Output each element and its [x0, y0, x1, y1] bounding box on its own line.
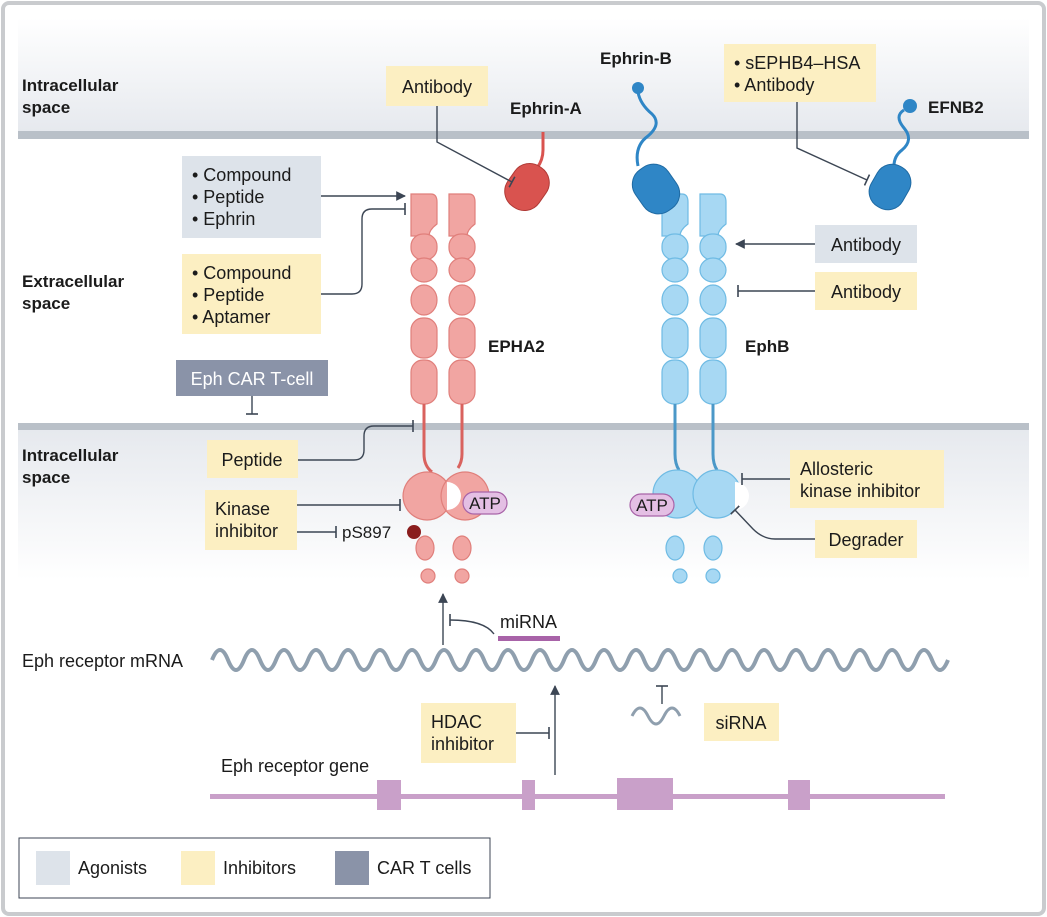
box-hdac [421, 703, 516, 763]
sirna-label: siRNA [715, 713, 766, 733]
epha2-receptor [410, 193, 476, 405]
ephrin-a-ligand [504, 132, 550, 211]
box-sephb4 [724, 44, 876, 102]
gene-exon [377, 780, 401, 810]
ephb-receptor [661, 193, 727, 405]
legend-swatch [335, 851, 369, 885]
gene-line [210, 794, 945, 799]
box-inhibitors-epha2 [182, 254, 321, 334]
peptide-label: Peptide [221, 450, 282, 470]
mrna-label: Eph receptor mRNA [22, 651, 183, 671]
ephb-label: EphB [745, 337, 789, 356]
atp-label-ephb: ATP [636, 496, 668, 515]
ephrin-b-ligand [631, 82, 681, 215]
legend-label: Agonists [78, 858, 147, 878]
box-kinase-inhibitor [205, 490, 297, 550]
car-t-label: Eph CAR T-cell [191, 369, 314, 389]
antibody-inhibitor-ephb-label: Antibody [831, 282, 901, 302]
atp-badge-ephb: ATP [629, 493, 675, 517]
legend-label: CAR T cells [377, 858, 471, 878]
ephrin-a-label: Ephrin-A [510, 99, 582, 118]
atp-label-epha2: ATP [469, 494, 501, 513]
agonists-epha2-text: • Compound• Peptide• Ephrin [192, 165, 291, 229]
inhibit-line-mirna [449, 613, 495, 635]
mrna-strand [210, 648, 950, 672]
mirna-label: miRNA [500, 612, 557, 632]
lower-membrane [18, 423, 1029, 430]
ps897-label: pS897 [342, 523, 391, 542]
legend-swatch [36, 851, 70, 885]
box-antibody-agonist-ephb [815, 225, 917, 263]
ephrin-b-label: Ephrin-B [600, 49, 672, 68]
box-sirna [704, 703, 779, 741]
gene-label: Eph receptor gene [221, 756, 369, 776]
mirna-strand [498, 636, 560, 641]
epha2-transmembrane [422, 404, 464, 474]
legend-label: Inhibitors [223, 858, 296, 878]
gene-exon [522, 780, 535, 810]
inhibit-line-antibody-ephrin-a [436, 106, 516, 188]
legend-items: Agonists Inhibitors CAR T cells [36, 851, 471, 885]
legend [18, 837, 491, 899]
antibody-ephrin-a-label: Antibody [402, 77, 472, 97]
inhibit-line-epha2 [321, 203, 406, 295]
legend-swatch [181, 851, 215, 885]
sirna-strand [630, 706, 682, 726]
ps897-site [407, 525, 421, 539]
box-allosteric [790, 450, 944, 508]
antibody-agonist-ephb-label: Antibody [831, 235, 901, 255]
box-agonists-epha2 [182, 156, 321, 238]
efnb2-label: EFNB2 [928, 98, 984, 117]
box-car-t [176, 360, 328, 396]
box-antibody-ephrin-a [386, 66, 488, 106]
epha2-label: EPHA2 [488, 337, 545, 356]
inhibit-line-peptide [298, 420, 414, 461]
efnb2-ligand [868, 99, 917, 211]
box-peptide [207, 440, 298, 478]
inhibit-line-degrader [730, 505, 815, 540]
inhibitors-epha2-text: • Compound• Peptide• Aptamer [192, 263, 291, 327]
upper-membrane [18, 131, 1029, 139]
inhibit-line-sephb4 [796, 102, 871, 186]
gene-exon [617, 778, 673, 810]
degrader-label: Degrader [828, 530, 903, 550]
box-degrader [815, 520, 917, 558]
ephb-transmembrane [673, 404, 719, 471]
atp-badge-epha2: ATP [462, 491, 508, 515]
ephb-kinase-domains [652, 469, 749, 584]
gene-exon [788, 780, 810, 810]
sephb4-text: • sEPHB4–HSA• Antibody [734, 53, 860, 95]
box-antibody-inhibitor-ephb [815, 272, 917, 310]
